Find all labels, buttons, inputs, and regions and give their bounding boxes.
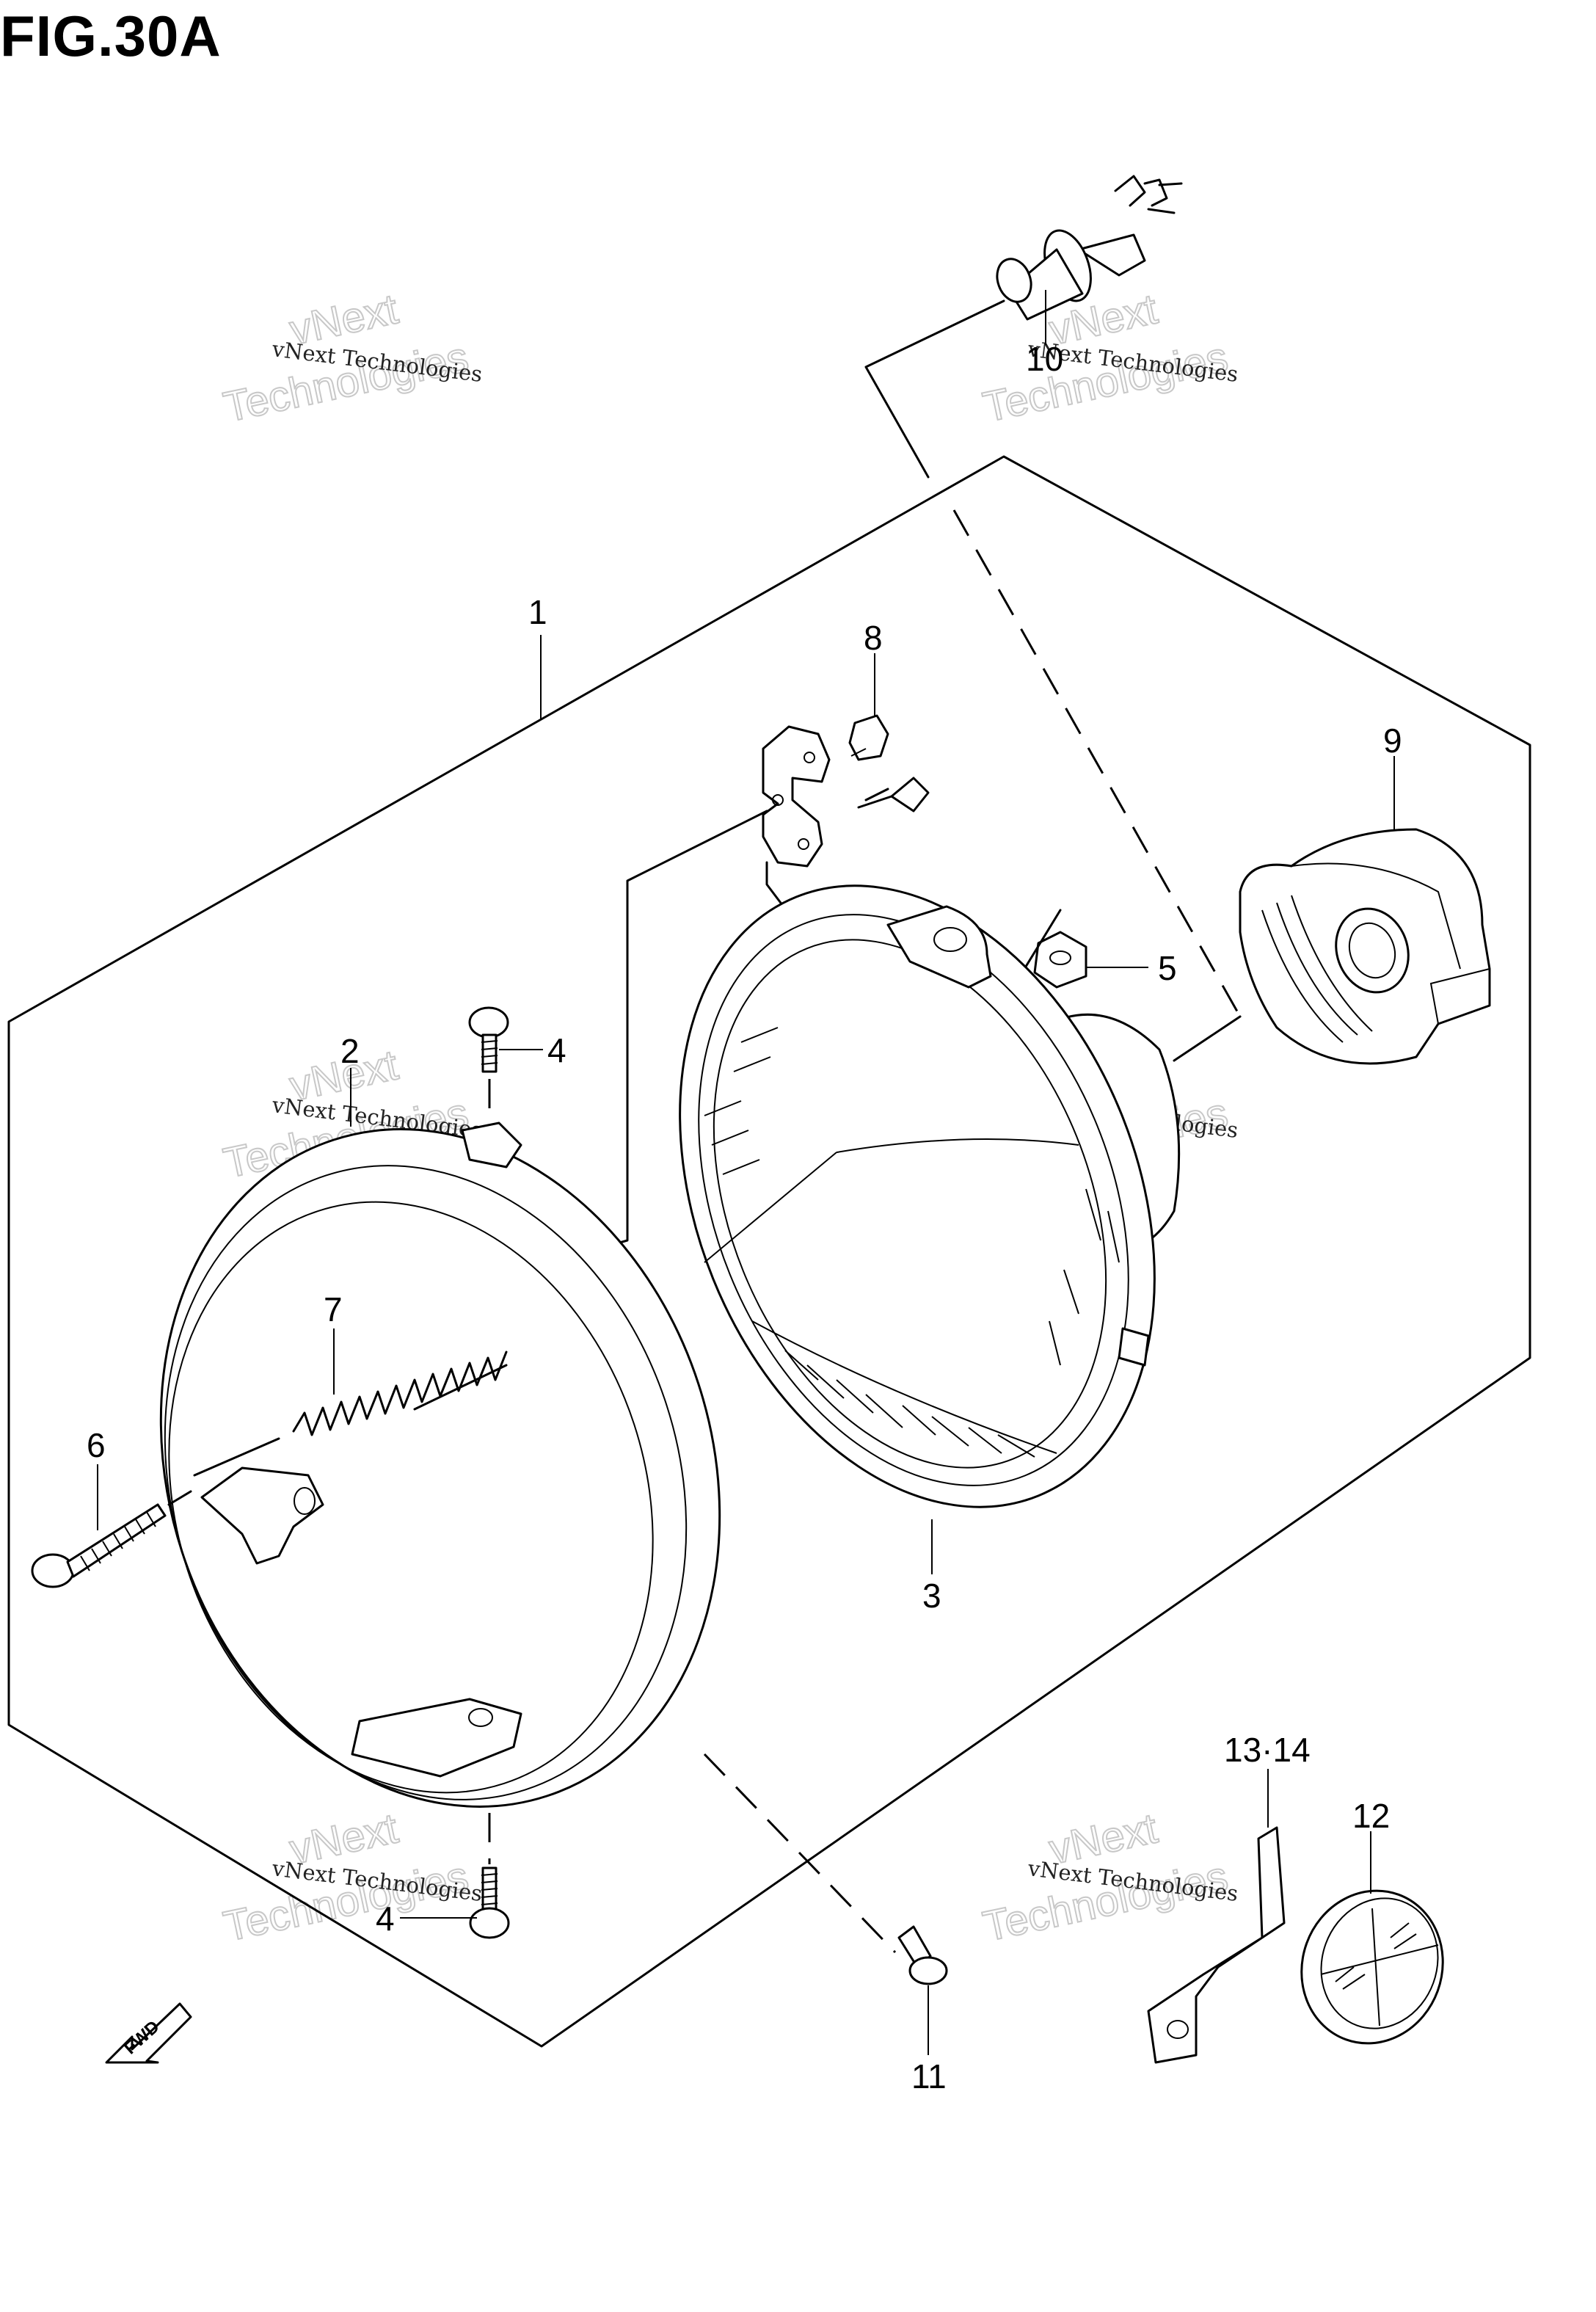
callout-4-upper: 4 [547, 1031, 566, 1069]
reflector-part-12 [1300, 1889, 1444, 2045]
callout-5: 5 [1158, 949, 1177, 987]
screw-part-4-upper [468, 1006, 509, 1073]
adjusting-spring-part-7 [292, 1351, 508, 1436]
bulb-assembly-line [864, 299, 1005, 479]
bulb-dashed-line [952, 509, 1242, 1017]
callout-13-14: 13·14 [1224, 1731, 1311, 1769]
bulb-connector-line [1173, 1015, 1242, 1062]
adjusting-screw-part-6 [31, 1503, 167, 1588]
forward-direction-arrow-icon: FWD [105, 2002, 192, 2064]
callout-4-lower: 4 [376, 1900, 395, 1938]
stay-bracket-part-13-14 [1147, 1826, 1286, 2064]
watermark-top-left: Technologies vNext vNext Technologies [219, 284, 484, 432]
watermark-bottom-left: Technologies vNext vNext Technologies [219, 1803, 484, 1951]
callout-10: 10 [1026, 340, 1063, 378]
callout-12: 12 [1352, 1797, 1390, 1835]
figure-title: FIG.30A [0, 4, 222, 68]
headlamp-housing-part-9 [1239, 828, 1491, 1065]
screw-part-11 [897, 1925, 948, 1985]
callout-7: 7 [324, 1290, 343, 1328]
watermark-bottom-right: Technologies vNext vNext Technologies [978, 1803, 1239, 1951]
callout-9: 9 [1383, 721, 1402, 760]
mounting-bracket-part-8 [762, 714, 930, 868]
assembly-boundary [7, 455, 1531, 2048]
callout-3: 3 [922, 1577, 941, 1615]
headlamp-bulb [996, 175, 1183, 321]
spring-guide-line [193, 1364, 508, 1477]
callout-6: 6 [87, 1426, 106, 1464]
screw-6-guide [167, 1490, 192, 1506]
screw-part-4-lower [469, 1866, 510, 1939]
callout-8: 8 [864, 619, 883, 657]
callout-11: 11 [911, 2057, 947, 2095]
headlamp-rim-part-2 [159, 1122, 721, 1808]
screw-11-guide [703, 1753, 897, 1954]
nut-part-5 [1033, 931, 1087, 989]
watermark-top-right: Technologies vNext vNext Technologies [978, 284, 1239, 432]
headlamp-unit-part-3 [679, 884, 1181, 1508]
callout-1: 1 [528, 593, 547, 631]
callout-2: 2 [340, 1032, 360, 1070]
